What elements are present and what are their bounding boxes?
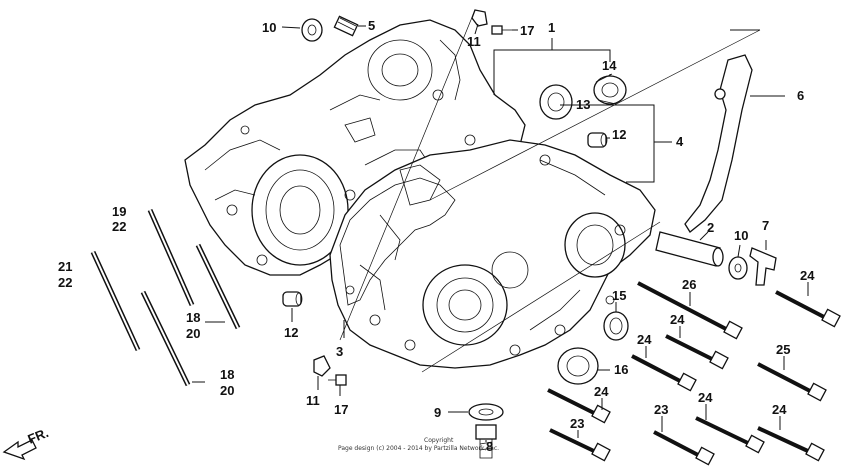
clamp-11-bottom (313, 355, 331, 377)
copyright-title: Copyright (424, 437, 454, 444)
label-2: 2 (707, 220, 714, 235)
flange-bolt-25 (757, 362, 827, 402)
gasket (339, 177, 456, 306)
bolt-17-bottom (328, 374, 347, 386)
stud-bolt-21-22 (90, 250, 141, 352)
label-19: 19 (112, 204, 126, 219)
bearing-13 (539, 84, 573, 120)
label-5: 5 (368, 18, 375, 33)
front-direction-arrow: FR. (2, 425, 51, 461)
label-23-b: 23 (654, 402, 668, 417)
label-24-e: 24 (698, 390, 713, 405)
label-12-bottom: 12 (284, 325, 298, 340)
label-13: 13 (576, 97, 590, 112)
drain-bolt-8 (475, 424, 497, 459)
flange-bolt-24-b (665, 334, 729, 370)
flange-bolt-23-a (549, 428, 611, 462)
label-3: 3 (336, 344, 343, 359)
label-24-b: 24 (670, 312, 685, 327)
label-24-f: 24 (772, 402, 787, 417)
flange-bolt-26 (637, 281, 743, 340)
flange-bolt-24-f (757, 426, 825, 462)
dowel-pin-12-bottom (282, 291, 303, 307)
washer-10-right (728, 256, 748, 280)
stud-bolt-18-20-upper (195, 243, 241, 330)
label-10-top: 10 (262, 20, 276, 35)
breather-tube-6 (684, 54, 753, 233)
label-20-a: 20 (186, 326, 200, 341)
label-10-right: 10 (734, 228, 748, 243)
label-16: 16 (614, 362, 628, 377)
flange-bolt-23-b (653, 430, 715, 466)
label-6: 6 (797, 88, 804, 103)
oil-seal-16 (557, 347, 599, 385)
label-20-b: 20 (220, 383, 234, 398)
stud-bolt-18-20-lower (140, 290, 191, 387)
label-18-b: 18 (220, 367, 234, 382)
label-25: 25 (776, 342, 790, 357)
label-24-a: 24 (800, 268, 815, 283)
label-11-bottom: 11 (306, 393, 320, 408)
washer-10-top (301, 18, 323, 42)
label-23-a: 23 (570, 416, 584, 431)
stud-bolt-19-22 (147, 208, 195, 307)
label-24-c: 24 (637, 332, 652, 347)
right-crankcase-half (329, 139, 656, 369)
spring-pin-5 (333, 15, 359, 37)
label-1: 1 (548, 20, 555, 35)
label-24-d: 24 (594, 384, 609, 399)
clamp-7 (749, 247, 777, 286)
oil-seal-15 (603, 311, 629, 341)
label-7: 7 (762, 218, 769, 233)
label-18-a: 18 (186, 310, 200, 325)
left-crankcase-half (184, 19, 526, 276)
label-9: 9 (434, 405, 441, 420)
label-22-b: 22 (58, 275, 72, 290)
label-17-top: 17 (520, 23, 534, 38)
label-4: 4 (676, 134, 684, 149)
washer-9 (468, 403, 504, 421)
label-26: 26 (682, 277, 696, 292)
front-label: FR. (26, 425, 51, 447)
label-17-bottom: 17 (334, 402, 348, 417)
leader-lines (192, 9, 809, 442)
collar-2 (655, 231, 724, 267)
label-14: 14 (602, 58, 617, 73)
flange-bolt-24-d (547, 388, 611, 424)
label-22-a: 22 (112, 219, 126, 234)
flange-bolt-24-c (631, 354, 697, 392)
bearing-14 (593, 73, 627, 105)
copyright-text: Page design (c) 2004 - 2014 by Partzilla… (338, 445, 499, 452)
dowel-pin-12-top (587, 132, 608, 148)
flange-bolt-24-e (695, 416, 765, 454)
label-11-top: 11 (467, 34, 481, 49)
flange-bolt-24-a (775, 290, 841, 328)
label-21: 21 (58, 259, 72, 274)
bolt-17-top (491, 25, 512, 35)
label-8: 8 (486, 439, 493, 454)
label-12-top: 12 (612, 127, 626, 142)
label-15: 15 (612, 288, 626, 303)
